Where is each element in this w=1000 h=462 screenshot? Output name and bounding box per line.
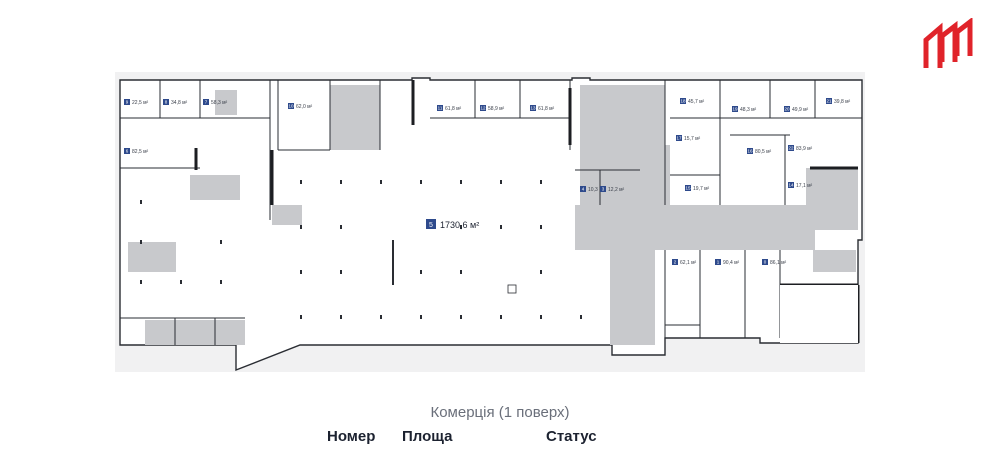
unit-area: 49,9 м² xyxy=(792,107,809,113)
unit-number: 20 xyxy=(784,106,790,111)
unit-number: 21 xyxy=(826,98,832,103)
unit-number: 15 xyxy=(685,185,691,190)
unit-number-badge xyxy=(826,98,832,104)
unit-number-badge xyxy=(680,98,686,104)
unit-number: 22 xyxy=(788,145,794,150)
unit-area: 17,1 м² xyxy=(796,183,813,189)
unit-number-badge xyxy=(672,259,678,265)
unit-area: 58,9 м² xyxy=(488,106,505,112)
unit-number-badge xyxy=(784,106,790,112)
column-status: Статус xyxy=(546,428,597,445)
unit-number: 19 xyxy=(732,106,738,111)
unit-number: 7 xyxy=(205,99,208,104)
unit-number: 2 xyxy=(674,259,677,264)
unit-number-badge xyxy=(715,259,721,265)
unit-number-badge xyxy=(203,99,209,105)
unit-number-badge xyxy=(732,106,738,112)
unit-number-badge xyxy=(762,259,768,265)
unit-number-badge xyxy=(580,186,586,192)
unit-area: 62,0 м² xyxy=(296,104,313,110)
unit-number-badge xyxy=(480,105,486,111)
unit-number: 14 xyxy=(788,182,794,187)
main-unit-label: 5 1730,6 м² xyxy=(426,219,479,230)
unit-number: 10 xyxy=(288,103,294,108)
unit-number: 17 xyxy=(676,135,682,140)
unit-area: 19,7 м² xyxy=(693,186,710,192)
unit-number: 9 xyxy=(126,99,129,104)
unit-area: 62,1 м² xyxy=(680,260,697,266)
unit-number-badge xyxy=(163,99,169,105)
unit-number-badge xyxy=(124,148,130,154)
unit-number: 16 xyxy=(747,148,753,153)
unit-number: 11 xyxy=(438,105,443,110)
unit-number: 1 xyxy=(717,259,720,264)
unit-area: 15,7 м² xyxy=(684,136,701,142)
unit-number: 6 xyxy=(126,148,129,153)
unit-number: 0 xyxy=(764,259,767,264)
brand-logo-icon xyxy=(923,18,973,68)
unit-number: 3 xyxy=(602,186,605,191)
unit-area: 83,9 м² xyxy=(796,146,813,152)
unit-area: 58,3 м² xyxy=(211,100,228,106)
unit-area: 86,1 м² xyxy=(770,260,787,266)
legend-title: Комерція (1 поверх) xyxy=(430,404,570,421)
unit-number: 12 xyxy=(480,105,486,110)
unit-area: 12,2 м² xyxy=(608,187,625,193)
main-unit-number: 5 xyxy=(429,222,433,229)
unit-number: 8 xyxy=(165,99,168,104)
unit-area: 80,5 м² xyxy=(755,149,772,155)
unit-number-badge xyxy=(600,186,606,192)
unit-area: 39,8 м² xyxy=(834,99,851,105)
unit-area: 22,5 м² xyxy=(132,100,149,106)
unit-number: 18 xyxy=(680,98,686,103)
unit-area: 90,4 м² xyxy=(723,260,740,266)
unit-number-badge xyxy=(685,185,691,191)
unit-area: 34,8 м² xyxy=(171,100,188,106)
unit-number-badge xyxy=(124,99,130,105)
main-unit-area: 1730,6 м² xyxy=(440,220,479,230)
unit-number-badge xyxy=(437,105,443,111)
unit-area: 45,7 м² xyxy=(688,99,705,105)
unit-area: 48,3 м² xyxy=(740,107,757,113)
unit-number-badge xyxy=(747,148,753,154)
unit-number: 13 xyxy=(530,105,536,110)
unit-number: 4 xyxy=(582,186,585,191)
column-area: Площа xyxy=(402,428,453,445)
unit-area: 61,8 м² xyxy=(538,106,555,112)
unit-number-badge xyxy=(788,145,794,151)
unit-number-badge xyxy=(530,105,536,111)
unit-number-badge xyxy=(788,182,794,188)
unit-number-badge xyxy=(676,135,682,141)
unit-number-badge xyxy=(288,103,294,109)
unit-area: 82,5 м² xyxy=(132,149,149,155)
unit-area: 61,8 м² xyxy=(445,106,462,112)
column-number: Номер xyxy=(327,428,376,445)
unit-area: 10,3 м² xyxy=(588,187,605,193)
